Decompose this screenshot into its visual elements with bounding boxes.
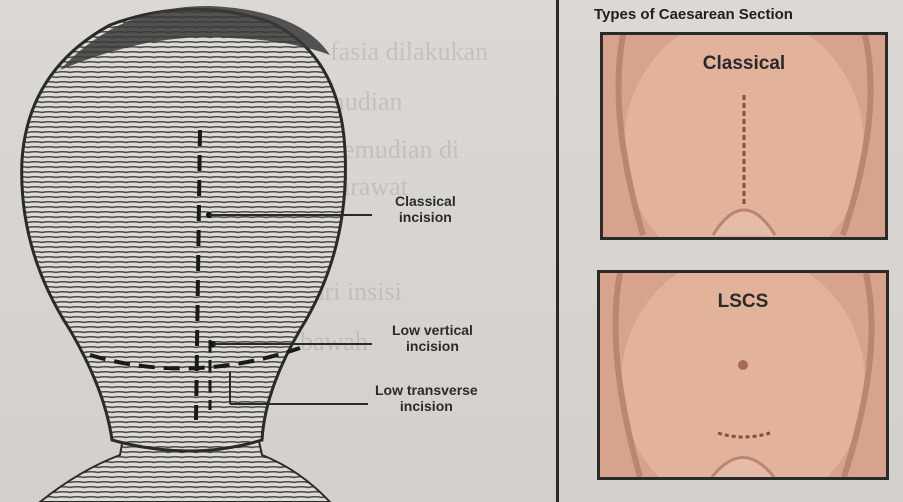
classical-incision-label-line1: Classical [395, 193, 456, 209]
low-transverse-incision-label-line1: Low transverse [375, 382, 478, 398]
classical-incision-label: Classical incision [395, 193, 456, 225]
classical-photo: Classical [600, 32, 888, 240]
low-vertical-incision-label-line1: Low vertical [392, 322, 473, 338]
svg-text:bawah: bawah [300, 327, 368, 356]
classical-incision-label-line2: incision [395, 209, 456, 225]
uterus-illustration: fasia dilakukan kemudian kemudian di dir… [0, 0, 556, 502]
low-transverse-incision-label-line2: incision [375, 398, 478, 414]
svg-text:fasia dilakukan: fasia dilakukan [330, 37, 488, 66]
classical-photo-label: Classical [603, 53, 885, 75]
lscs-photo: LSCS [597, 270, 889, 480]
uterus-illustration-panel: fasia dilakukan kemudian kemudian di dir… [0, 0, 556, 502]
lscs-photo-label: LSCS [600, 291, 886, 313]
low-vertical-incision-label: Low vertical incision [392, 322, 473, 354]
low-transverse-incision-label: Low transverse incision [375, 382, 478, 414]
right-panel-title: Types of Caesarean Section [594, 6, 793, 23]
uterus-shape [22, 9, 346, 451]
low-vertical-incision-label-line2: incision [392, 338, 473, 354]
panel-divider [556, 0, 559, 502]
svg-text:kemudian di: kemudian di [330, 135, 459, 164]
